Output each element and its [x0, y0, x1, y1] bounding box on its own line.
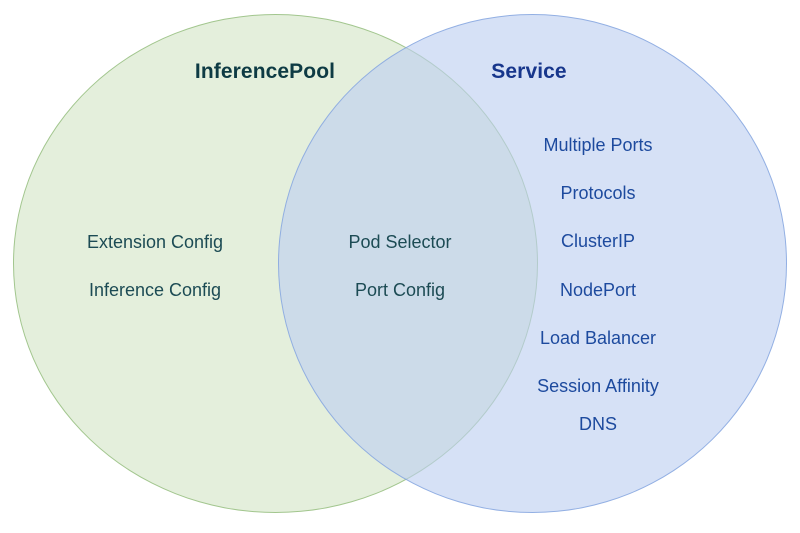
- set-title-service: Service: [491, 60, 567, 83]
- right-set-item: Multiple Ports: [543, 135, 653, 155]
- right-set-item: NodePort: [559, 280, 637, 300]
- set-title-inferencepool: InferencePool: [194, 60, 336, 83]
- left-set-item: Inference Config: [88, 280, 222, 300]
- right-set-item: Session Affinity: [537, 376, 659, 396]
- intersection-item: Pod Selector: [348, 232, 452, 252]
- right-set-item: DNS: [578, 414, 618, 434]
- right-set-item: ClusterIP: [560, 231, 636, 251]
- right-set-item: Load Balancer: [539, 328, 657, 348]
- left-set-item: Extension Config: [86, 232, 224, 252]
- venn-circle-service: [278, 14, 787, 513]
- right-set-item: Protocols: [560, 183, 636, 203]
- intersection-item: Port Config: [354, 280, 446, 300]
